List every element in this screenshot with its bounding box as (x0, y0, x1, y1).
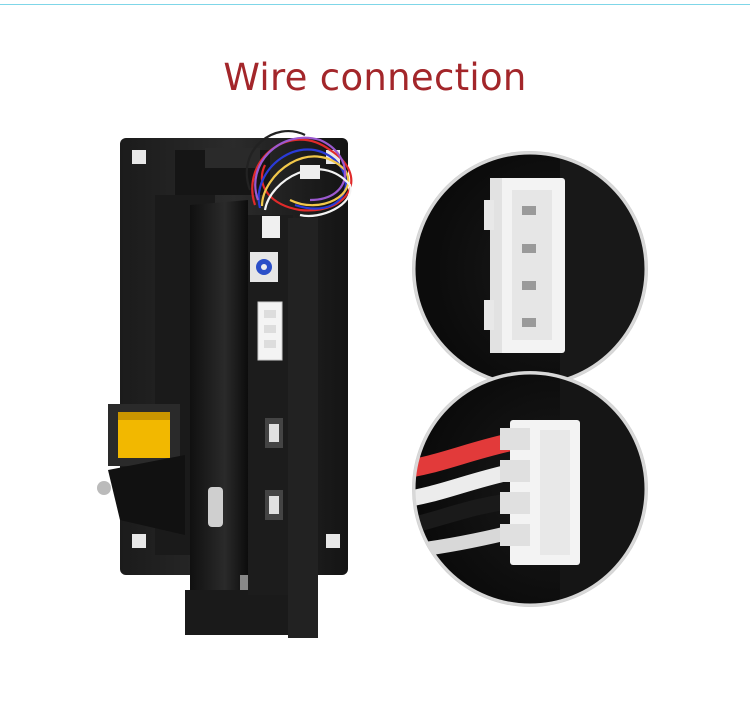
connector-pin (522, 244, 536, 253)
top-accent-line (0, 4, 750, 5)
wire-bundle (245, 129, 353, 218)
page-title: Wire connection (223, 56, 527, 99)
mounting-hole (326, 534, 340, 548)
wire-connector-plug (300, 165, 320, 179)
connector-pin (522, 318, 536, 327)
connector-pin (522, 281, 536, 290)
mounting-hole (132, 150, 146, 164)
coin-acceptor-device (97, 129, 353, 638)
connector-closeup-empty (412, 151, 648, 387)
connector-pin (522, 206, 536, 215)
mounting-hole (132, 534, 146, 548)
connector-closeup-wired (412, 371, 648, 607)
coin-return-lever (208, 487, 223, 527)
screw (97, 481, 111, 495)
